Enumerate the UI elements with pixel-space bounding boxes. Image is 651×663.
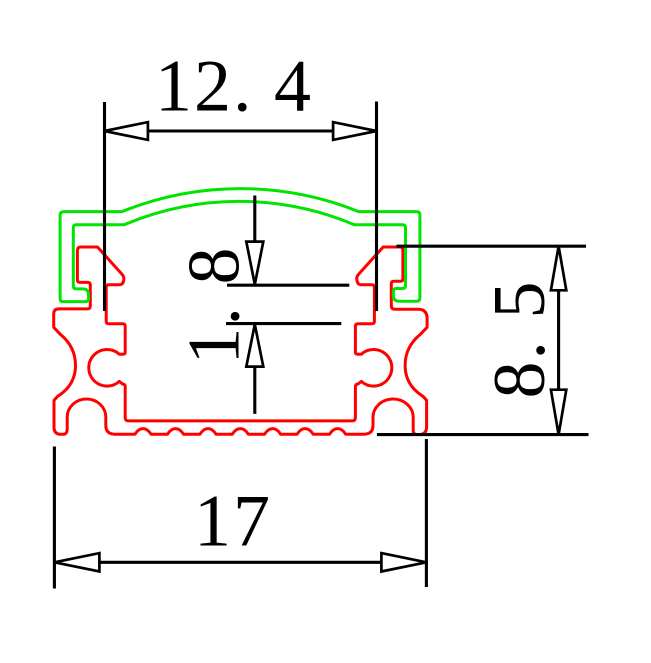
svg-text:12. 4: 12. 4	[155, 46, 313, 128]
svg-text:8. 5: 8. 5	[479, 280, 561, 399]
svg-text:17: 17	[194, 481, 272, 563]
svg-text:1. 8: 1. 8	[174, 246, 256, 365]
